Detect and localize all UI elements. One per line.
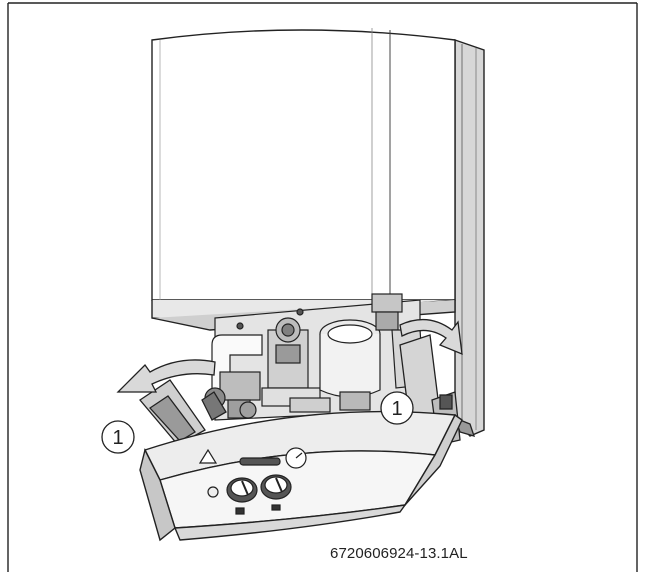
control-details — [198, 447, 307, 515]
led-indicator-icon — [239, 457, 281, 466]
left-rotation-arrow-icon — [116, 359, 216, 393]
warning-triangle-icon — [198, 448, 218, 464]
svg-text:1: 1 — [391, 398, 402, 420]
internal-components — [204, 293, 425, 421]
figure-id-label: 6720606924-13.1AL — [330, 545, 468, 562]
callout-left: 1 — [101, 420, 135, 454]
callout-right: 1 — [380, 391, 414, 425]
svg-text:1: 1 — [112, 427, 123, 449]
control-panel — [139, 410, 463, 542]
reset-button-icon — [207, 486, 219, 498]
right-rotation-arrow-icon — [399, 318, 463, 356]
left-bracket — [139, 379, 227, 446]
rotation-arrows — [116, 318, 463, 393]
